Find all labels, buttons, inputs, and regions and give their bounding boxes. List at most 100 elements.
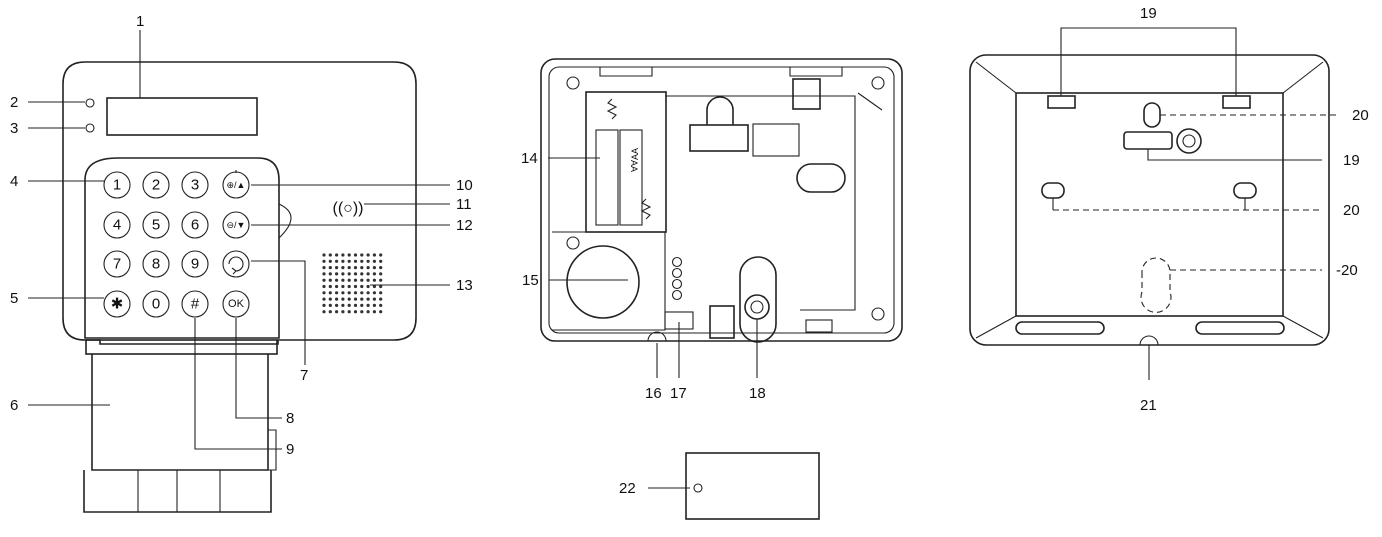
callout-6: 6 [10,397,18,414]
screw-br [871,307,885,321]
callout-20-top: 20 [1352,107,1369,124]
speaker-hole [353,278,358,282]
key-3[interactable] [181,171,209,199]
callout-8: 8 [286,410,294,427]
key-4[interactable] [103,211,131,239]
speaker-hole [379,303,383,307]
keypad-panel [84,157,280,339]
speaker-hole [353,253,358,257]
speaker-hole [341,291,345,295]
speaker-hole [328,297,332,301]
key-star[interactable] [103,290,131,318]
callout-labels: 1 2 3 4 5 6 7 8 9 10 11 12 13 14 15 16 1… [10,5,1369,497]
key-0[interactable] [142,290,170,318]
cable-slot [1123,131,1173,150]
speaker-hole [335,266,339,270]
speaker-hole [360,266,364,270]
status-led-top [85,98,95,108]
key-8[interactable] [142,250,170,278]
home-arm-key[interactable] [222,250,250,278]
key-3-label: 3 [191,177,199,194]
tag-hole [693,483,703,493]
speaker-hole [347,303,351,307]
key-9[interactable] [181,250,209,278]
speaker-hole [379,297,383,301]
callout-13: 13 [456,277,473,294]
speaker-hole [366,272,370,276]
speaker-hole [328,278,332,282]
rear-housing-outer [540,58,903,342]
disarm-down-icon: ⊖/▼ [227,220,246,230]
speaker-hole [347,310,351,314]
speaker-hole [353,259,358,263]
key-2-label: 2 [152,177,160,194]
speaker-hole [360,297,364,301]
speaker-hole [360,291,364,295]
hanging-hook [706,96,734,125]
key-1[interactable] [103,171,131,199]
rfid-icon: ((○)) [333,200,364,217]
speaker-hole [322,278,326,282]
speaker-hole [347,291,351,295]
key-ok-label: OK [228,298,245,310]
top-mount-hole [1143,102,1161,128]
key-4-label: 4 [113,217,121,234]
callout-4: 4 [10,173,18,190]
key-hash[interactable] [181,290,209,318]
rear-tamper-inner [1182,134,1196,148]
speaker-hole [366,284,370,289]
speaker-hole [366,291,370,295]
key-5[interactable] [142,211,170,239]
callout-12: 12 [456,217,473,234]
callout-7: 7 [300,367,308,384]
left-mount-hole [1041,182,1065,199]
speaker-hole [322,259,326,263]
speaker-hole [322,284,326,289]
speaker-hole [372,272,376,276]
callout-1: 1 [136,13,144,30]
speaker-hole [341,266,345,270]
speaker-hole [328,303,332,307]
speaker-hole [366,297,370,301]
speaker-hole [366,278,370,282]
key-star-label: ✱ [111,296,124,313]
speaker-hole [372,259,376,263]
rear-housing-inner [548,66,895,334]
speaker-hole [379,310,383,314]
contact-dots [671,256,683,301]
contact-dot [671,256,683,268]
speaker-hole [360,278,364,282]
battery-label: AA [629,160,639,172]
speaker-hole [379,291,383,295]
speaker-hole [372,266,376,270]
speaker-hole [347,259,351,263]
key-6[interactable] [181,211,209,239]
speaker-hole [379,272,383,276]
contact-dot [671,278,683,290]
speaker-hole [322,291,326,295]
speaker-hole [335,278,339,282]
speaker-hole [360,310,364,314]
tamper-screw-outer [744,294,770,320]
speaker-hole [366,303,370,307]
disarm-down-key[interactable] [222,211,250,239]
rear-open-view: AA AA [540,58,903,378]
speaker-hole [372,278,376,282]
key-ok[interactable] [222,290,250,318]
callout-14: 14 [521,150,538,167]
contact-dot [671,267,683,279]
speaker-hole [335,297,339,301]
tamper-button [709,305,735,339]
rfid-bump [278,203,292,239]
callout-19-top: 19 [1140,5,1157,22]
speaker-hole [341,310,345,314]
key-7[interactable] [103,250,131,278]
key-2[interactable] [142,171,170,199]
screw-ml [566,236,580,250]
speaker-hole [335,303,339,307]
key-6-label: 6 [191,217,199,234]
speaker-hole [366,310,370,314]
speaker-hole [322,266,326,270]
speaker-hole [322,253,326,257]
